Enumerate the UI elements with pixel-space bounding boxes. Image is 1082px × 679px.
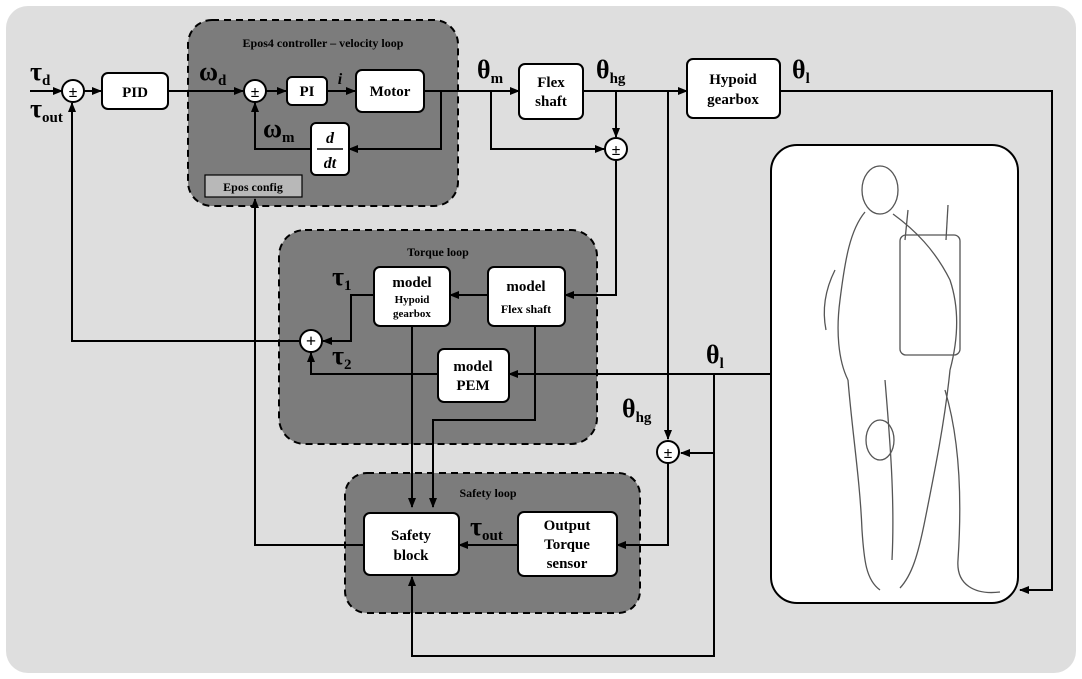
svg-text:PI: PI	[300, 84, 315, 100]
svg-text:τd: τd	[30, 57, 51, 89]
svg-text:Output: Output	[544, 518, 591, 534]
epos-config-label: Epos config	[223, 180, 283, 194]
svg-text:Hypoid: Hypoid	[709, 72, 757, 88]
svg-text:±: ±	[69, 84, 78, 101]
motor-block: Motor	[355, 69, 425, 113]
pi-block: PI	[286, 76, 328, 106]
sum-junction-flex-angle: ±	[604, 137, 628, 161]
svg-text:θl: θl	[792, 55, 810, 87]
torque-sensor-block: Output Torque sensor	[517, 511, 618, 577]
svg-text:θhg: θhg	[622, 394, 652, 426]
safety-loop-title: Safety loop	[460, 486, 517, 500]
svg-text:dt: dt	[324, 155, 337, 172]
pid-block: PID	[101, 72, 169, 110]
epos-config-box	[204, 174, 303, 198]
signal-lines	[30, 87, 1053, 657]
svg-text:θl: θl	[706, 340, 724, 372]
svg-text:Flex: Flex	[537, 75, 565, 91]
label-theta-m: θm	[477, 55, 504, 87]
svg-text:ωd: ωd	[199, 57, 227, 89]
label-omega-m: ωm	[263, 114, 295, 146]
svg-text:sensor: sensor	[547, 556, 588, 572]
label-tau-2: τ2	[332, 341, 351, 373]
svg-text:θhg: θhg	[596, 55, 626, 87]
label-theta-l-mid: θl	[706, 340, 724, 372]
label-omega-d: ωd	[199, 57, 227, 89]
svg-text:±: ±	[251, 84, 260, 101]
safety-block: Safety block	[363, 512, 460, 576]
svg-text:model: model	[392, 275, 431, 291]
svg-text:d: d	[326, 130, 335, 147]
svg-text:Safety: Safety	[391, 528, 431, 544]
sum-junction-output-angle: ±	[656, 440, 680, 464]
velocity-loop-group: Epos4 controller – velocity loop Epos co…	[187, 19, 459, 207]
svg-text:+: +	[306, 331, 316, 351]
hypoid-model-block: model Hypoid gearbox	[373, 266, 451, 327]
svg-text:±: ±	[664, 445, 673, 462]
label-theta-hg-mid: θhg	[622, 394, 652, 426]
label-current: i	[338, 71, 343, 88]
svg-text:ωm: ωm	[263, 114, 295, 146]
label-theta-l-top: θl	[792, 55, 810, 87]
label-tau-out-safety: τout	[470, 512, 503, 544]
velocity-loop-title: Epos4 controller – velocity loop	[243, 36, 404, 50]
svg-text:Hypoid: Hypoid	[395, 294, 430, 306]
svg-text:model: model	[453, 359, 492, 375]
derivative-block: d dt	[310, 122, 350, 176]
svg-text:θm: θm	[477, 55, 504, 87]
svg-text:shaft: shaft	[535, 94, 567, 110]
sum-junction-torque-error: ±	[61, 79, 85, 103]
safety-loop-group: Safety loop	[344, 472, 641, 614]
svg-text:τout: τout	[470, 512, 503, 544]
svg-text:±: ±	[612, 142, 621, 159]
svg-text:PID: PID	[122, 85, 148, 101]
label-theta-hg-top: θhg	[596, 55, 626, 87]
torque-loop-group: Torque loop	[278, 229, 598, 445]
torque-loop-title: Torque loop	[407, 245, 469, 259]
svg-text:Torque: Torque	[544, 537, 590, 553]
svg-text:Motor: Motor	[370, 84, 411, 100]
svg-text:gearbox: gearbox	[707, 92, 759, 108]
svg-text:PEM: PEM	[456, 378, 489, 394]
svg-text:i: i	[338, 71, 343, 88]
svg-text:Flex shaft: Flex shaft	[501, 302, 551, 316]
flex-shaft-block: Flex shaft	[518, 63, 584, 120]
svg-text:block: block	[393, 548, 429, 564]
sum-junction-velocity-error: ±	[243, 79, 267, 103]
label-tau-d: τd	[30, 57, 51, 89]
sum-junction-torque-model: +	[299, 329, 323, 353]
pem-model-block: model PEM	[437, 348, 510, 403]
flex-shaft-model-block: model Flex shaft	[487, 266, 566, 327]
svg-text:τout: τout	[30, 94, 63, 126]
svg-text:model: model	[506, 279, 545, 295]
svg-text:τ2: τ2	[332, 341, 351, 373]
svg-text:τ1: τ1	[332, 262, 351, 294]
hypoid-gearbox-block: Hypoid gearbox	[686, 58, 781, 119]
label-tau-out-input: τout	[30, 94, 63, 126]
exoskeleton-photo	[770, 144, 1019, 604]
svg-text:gearbox: gearbox	[393, 308, 431, 320]
label-tau-1: τ1	[332, 262, 351, 294]
